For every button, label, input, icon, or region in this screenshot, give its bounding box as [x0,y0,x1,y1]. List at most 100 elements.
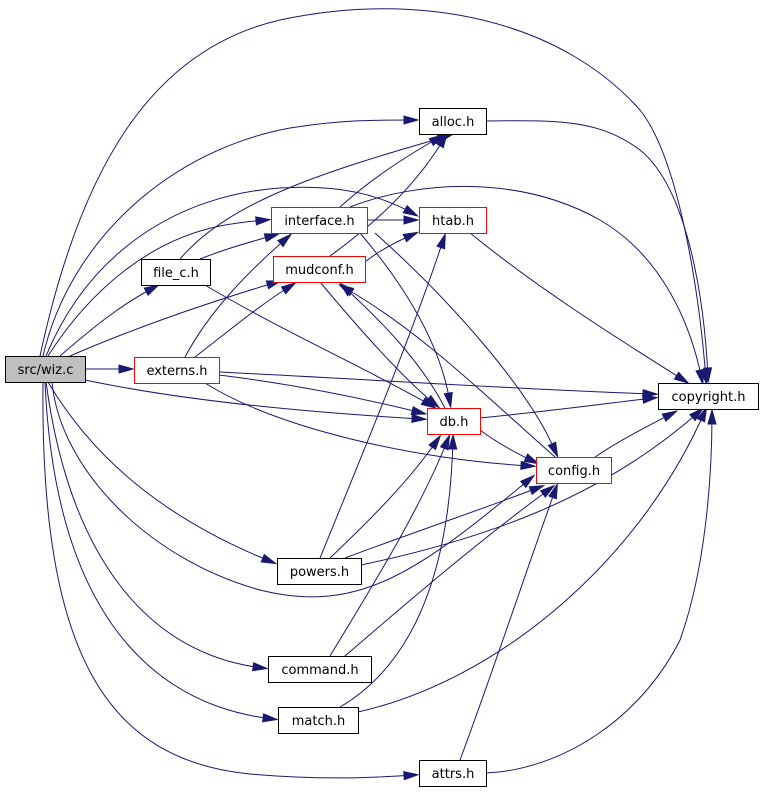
edge-layer [39,8,717,781]
edge-wiz-to-htab-arrowhead [402,204,420,217]
edge-interface-to-db-arrowhead [443,391,453,409]
edge-command-to-config-arrowhead [539,484,556,498]
node-copyright[interactable]: copyright.h [658,383,759,410]
node-command-box [268,656,372,683]
edge-externs-to-config-arrowhead [520,460,537,471]
edge-wiz-to-alloc-arrowhead [403,115,420,125]
edge-wiz-to-mudconf [69,281,278,357]
edge-wiz-to-config [51,381,532,598]
edge-wiz-to-config-arrowhead [519,474,536,489]
node-db-box [427,408,481,435]
edge-file_c-to-interface [199,234,276,260]
edge-db-to-copyright-arrowhead [642,394,659,404]
edge-alloc-to-copyright-arrowhead [702,367,713,384]
node-htab-box [419,207,487,234]
edge-mudconf-to-alloc-arrowhead [435,132,448,149]
edge-config-to-mudconf-arrowhead [337,284,355,297]
edge-wiz-to-powers [47,381,273,563]
edge-db-to-mudconf [342,285,446,409]
node-attrs[interactable]: attrs.h [419,760,487,787]
edge-powers-to-htab [319,237,445,559]
edge-wiz-to-db-arrowhead [411,413,428,424]
edge-alloc-to-copyright [485,120,709,379]
node-file_c[interactable]: file_c.h [141,259,211,286]
edge-db-to-copyright [479,397,654,419]
node-attrs-box [419,760,487,787]
node-command[interactable]: command.h [268,656,372,683]
edge-attrs-to-copyright-arrowhead [707,408,717,425]
node-externs-label: externs.h [146,364,207,379]
node-htab[interactable]: htab.h [419,207,487,234]
edge-wiz-to-command-arrowhead [251,662,269,672]
node-alloc-label: alloc.h [432,115,475,130]
node-db-label: db.h [440,415,469,430]
edge-mudconf-to-alloc [329,136,446,257]
edge-externs-to-copyright [218,371,654,395]
edge-externs-to-interface-arrowhead [277,233,293,248]
node-wiz-label: src/wiz.c [18,363,74,378]
edge-interface-to-db [359,232,451,404]
edge-htab-to-copyright-arrowhead [673,371,690,385]
edge-wiz-to-file_c-arrowhead [143,284,161,297]
edge-wiz-to-powers-arrowhead [260,553,278,565]
edge-wiz-to-match-arrowhead [262,713,279,723]
node-alloc-box [419,108,487,135]
node-config-label: config.h [548,464,600,479]
edge-interface-to-alloc [339,136,441,208]
node-interface-box [271,207,368,234]
edge-command-to-config [344,487,552,657]
edge-wiz-to-file_c [59,286,156,357]
edge-command-to-db-arrowhead [439,433,451,451]
edge-file_c-to-interface-arrowhead [263,233,281,243]
node-mudconf-label: mudconf.h [285,263,354,278]
node-match-label: match.h [292,714,346,729]
node-layer: src/wiz.c file_c.h externs.h interface.h mud… [5,108,759,787]
edge-htab-to-copyright [469,232,686,382]
edge-wiz-to-interface-arrowhead [255,216,272,226]
edge-externs-to-db [218,374,423,414]
edge-attrs-to-config [459,487,557,761]
edge-wiz-to-htab [45,186,415,357]
node-wiz-box [5,356,86,383]
node-command-label: command.h [281,663,358,678]
edge-powers-to-config [344,486,541,559]
node-file_c-box [141,259,211,286]
edge-interface-to-config [374,232,557,454]
edge-mudconf-to-db [319,281,437,406]
edge-externs-to-config [204,382,532,467]
node-externs[interactable]: externs.h [134,357,220,384]
edge-wiz-to-db [84,379,423,420]
node-interface-label: interface.h [284,214,354,229]
edge-interface-to-htab-arrowhead [403,215,420,225]
edge-mudconf-to-htab-arrowhead [402,231,420,243]
node-match-box [278,707,359,734]
edge-match-to-db-arrowhead [448,433,458,450]
node-powers[interactable]: powers.h [277,558,362,585]
edge-externs-to-mudconf-arrowhead [280,281,297,295]
node-alloc[interactable]: alloc.h [419,108,487,135]
node-interface[interactable]: interface.h [271,207,368,234]
edge-command-to-db [329,438,449,657]
node-match[interactable]: match.h [278,707,359,734]
node-config[interactable]: config.h [536,457,612,484]
edge-mudconf-to-db-arrowhead [424,394,441,409]
edge-interface-to-config-arrowhead [547,441,559,459]
edge-match-to-copyright-arrowhead [696,405,708,423]
edge-wiz-to-externs-arrowhead [118,364,135,374]
edge-wiz-to-interface [47,219,267,357]
edge-db-to-config-arrowhead [523,453,541,465]
edge-wiz-to-match [44,381,274,720]
edge-interface-to-copyright-arrowhead [695,368,705,386]
node-attrs-label: attrs.h [432,767,475,782]
node-mudconf[interactable]: mudconf.h [273,256,366,283]
node-mudconf-box [273,256,366,283]
edge-file_c-to-db [204,284,433,407]
edge-attrs-to-copyright [485,413,713,774]
edge-wiz-to-attrs-arrowhead [403,771,420,781]
edge-powers-to-db-arrowhead [428,434,442,451]
edge-match-to-copyright [357,410,706,713]
edge-interface-to-copyright [349,185,703,381]
node-wiz: src/wiz.c [5,356,86,383]
node-db[interactable]: db.h [427,408,481,435]
